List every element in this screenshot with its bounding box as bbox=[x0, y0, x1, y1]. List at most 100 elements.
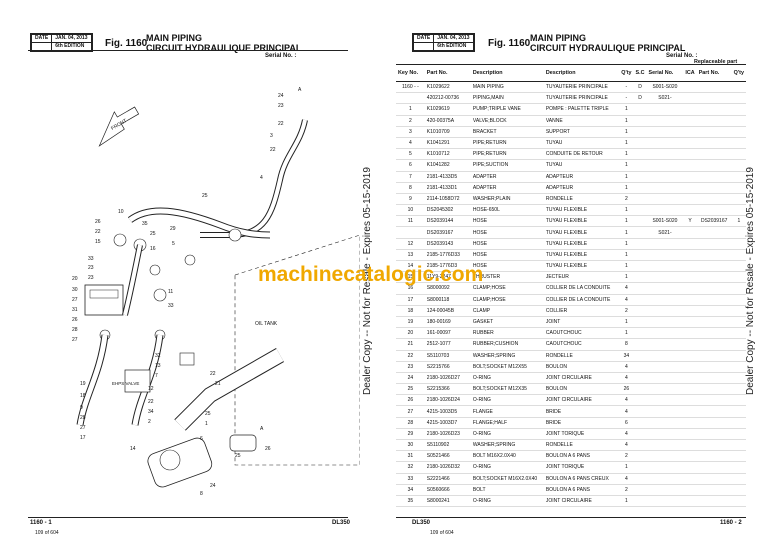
cell-sc bbox=[633, 159, 647, 172]
cell-sc bbox=[633, 282, 647, 295]
cell-desc-en: PIPE;RETURN bbox=[470, 137, 544, 150]
col-sc: S.C bbox=[633, 64, 647, 82]
cell-rep-part bbox=[696, 115, 732, 127]
cell-ica bbox=[683, 338, 697, 351]
cell-rep-qty bbox=[731, 182, 746, 194]
cell-desc-fr: TUYAU FLEXIBLE bbox=[543, 215, 620, 228]
cell-serial bbox=[646, 159, 684, 172]
cell-sc bbox=[633, 461, 647, 474]
cell-rep-part bbox=[696, 126, 732, 138]
cell-sc bbox=[633, 450, 647, 463]
front-arrow bbox=[98, 106, 140, 147]
cell-sc bbox=[633, 350, 647, 362]
cell-key: 34 bbox=[396, 484, 425, 496]
callout: 26 bbox=[72, 317, 78, 323]
cell-ica bbox=[683, 282, 697, 295]
cell-key: 33 bbox=[396, 473, 425, 485]
cell-serial: S001-S020 bbox=[646, 215, 684, 228]
cell-ica bbox=[683, 439, 697, 452]
cell-rep-part bbox=[696, 137, 732, 150]
cell-desc-fr: BOULON A 6 PANS CREUX bbox=[543, 473, 620, 485]
callout: 26 bbox=[265, 446, 271, 452]
cell-rep-qty bbox=[731, 271, 746, 284]
cell-rep-qty bbox=[731, 473, 746, 485]
cell-desc-fr: TUYAU bbox=[543, 137, 620, 150]
cell-ica bbox=[683, 238, 697, 250]
cell-sc bbox=[633, 182, 647, 194]
cell-qty: 1 bbox=[619, 103, 634, 116]
cell-desc-fr: POMPE : PALETTE TRIPLE bbox=[543, 103, 620, 116]
cell-serial bbox=[646, 294, 684, 306]
cell-ica bbox=[683, 405, 697, 418]
cell-part-no: K1029619 bbox=[424, 103, 471, 116]
cell-part-no: S8000092 bbox=[424, 282, 471, 295]
cell-key bbox=[396, 226, 425, 239]
callout-numbers: 24 A 23 22 3 22 4 25 10 26 22 15 35 25 3… bbox=[72, 87, 302, 497]
date-label: DATE bbox=[30, 34, 53, 43]
cell-part-no: 4215-1003D5 bbox=[424, 405, 471, 418]
cell-sc bbox=[633, 115, 647, 127]
cell-ica bbox=[683, 171, 697, 183]
cell-key: 4 bbox=[396, 137, 425, 150]
callout: 9 bbox=[80, 405, 83, 411]
cell-sc bbox=[633, 405, 647, 418]
date-value: JAN. 04, 2013 bbox=[51, 34, 92, 43]
cell-desc-en: O-RING bbox=[470, 461, 544, 474]
title-en: MAIN PIPING bbox=[530, 33, 587, 43]
cell-key: 25 bbox=[396, 383, 425, 396]
cell-desc-en: MAIN PIPING bbox=[470, 81, 544, 94]
ehps-valve-label: EHPS VALVE bbox=[112, 381, 139, 386]
cell-rep-qty bbox=[731, 92, 746, 105]
cell-ica bbox=[683, 115, 697, 127]
cell-qty: 4 bbox=[619, 394, 634, 407]
title-en: MAIN PIPING bbox=[146, 33, 203, 43]
cell-rep-part bbox=[696, 294, 732, 306]
cell-desc-fr: BRIDE bbox=[543, 405, 620, 418]
cell-desc-en: PUMP;TRIPLE VANE bbox=[470, 103, 544, 116]
callout: 14 bbox=[130, 446, 136, 452]
cell-key: 29 bbox=[396, 428, 425, 441]
left-footer-rule bbox=[28, 517, 348, 518]
callout: 27 bbox=[72, 337, 78, 343]
callout: 19 bbox=[80, 381, 86, 387]
cell-ica bbox=[683, 81, 697, 94]
cell-sc bbox=[633, 383, 647, 396]
cell-ica bbox=[683, 204, 697, 217]
cell-sc bbox=[633, 171, 647, 183]
left-date-box: DATE JAN. 04, 2013 6th EDITION bbox=[30, 33, 93, 52]
cell-rep-qty bbox=[731, 439, 746, 452]
cell-sc bbox=[633, 103, 647, 116]
cell-rep-part bbox=[696, 226, 732, 239]
cell-key: 6 bbox=[396, 159, 425, 172]
cell-sc bbox=[633, 226, 647, 239]
cell-rep-part bbox=[696, 282, 732, 295]
col-key: Key No. bbox=[396, 64, 425, 82]
callout: A bbox=[298, 87, 302, 93]
cell-key: 15 bbox=[396, 271, 425, 284]
cell-rep-qty bbox=[731, 450, 746, 463]
callout: 28 bbox=[72, 327, 78, 333]
callout: 22 bbox=[270, 147, 276, 153]
callout: 22 bbox=[148, 399, 154, 405]
cell-key: 5 bbox=[396, 148, 425, 161]
cell-desc-fr: JECTEUR bbox=[543, 271, 620, 284]
cell-part-no: 4215-1003D7 bbox=[424, 417, 471, 429]
cell-desc-fr: BOULON A 6 PANS bbox=[543, 450, 620, 463]
cell-desc-en: O-RING bbox=[470, 394, 544, 407]
cell-desc-fr: CAOUTCHOUC bbox=[543, 327, 620, 340]
cell-rep-part bbox=[696, 159, 732, 172]
cell-part-no: 2512-1077 bbox=[424, 338, 471, 351]
cell-sc bbox=[633, 215, 647, 228]
cell-rep-qty bbox=[731, 115, 746, 127]
cell-desc-en: FLANGE bbox=[470, 405, 544, 418]
